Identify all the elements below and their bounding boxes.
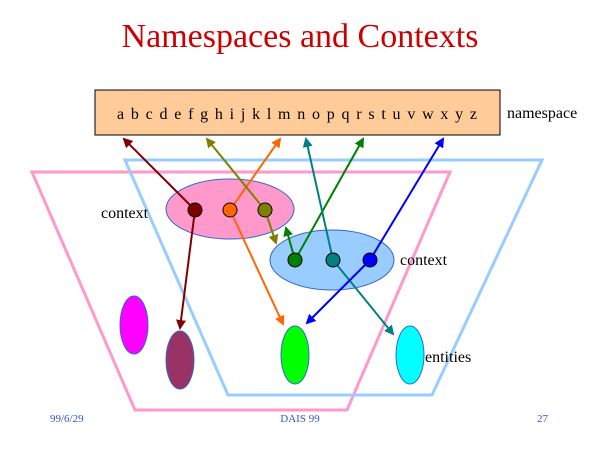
context1-dot-orange xyxy=(222,202,238,218)
slide-title: Namespaces and Contexts xyxy=(121,18,479,55)
context-label-1: context xyxy=(101,205,149,222)
arrow-blue-to-entity xyxy=(305,259,371,325)
namespace-box xyxy=(94,89,501,136)
footer-page-number: 27 xyxy=(537,413,548,425)
arrow-darkred-to-a xyxy=(122,137,196,211)
entities-label: entities xyxy=(425,349,471,366)
arrow-green-to-r xyxy=(294,137,364,261)
context-scope-pink xyxy=(29,170,453,412)
arrow-teal-to-n xyxy=(302,137,334,261)
context1-dot-olive xyxy=(257,202,273,218)
context-scope-blue xyxy=(122,158,545,397)
arrow-orange-to-entity xyxy=(229,209,285,326)
namespace-label: namespace xyxy=(507,105,577,122)
arrow-olive-to-g xyxy=(205,137,266,211)
arrow-orange-to-m xyxy=(229,137,282,211)
entity-magenta xyxy=(119,295,149,355)
context1-dot-darkred xyxy=(187,202,203,218)
namespace-letters: a b c d e f g h i j k l m n o p q r s t … xyxy=(117,106,477,123)
context2-dot-blue xyxy=(362,252,378,268)
context2-dot-teal xyxy=(325,252,341,268)
entity-green xyxy=(280,325,310,385)
entity-plum xyxy=(165,330,195,390)
context-label-2: context xyxy=(400,252,448,269)
arrow-darkred-to-entity xyxy=(176,209,196,330)
arrow-teal-to-entity xyxy=(332,259,395,336)
context2-dot-green xyxy=(287,252,303,268)
footer-date: 99/6/29 xyxy=(50,413,84,425)
footer-center: DAIS 99 xyxy=(280,413,320,425)
arrow-blue-to-x xyxy=(369,137,445,261)
entity-cyan xyxy=(395,325,425,385)
